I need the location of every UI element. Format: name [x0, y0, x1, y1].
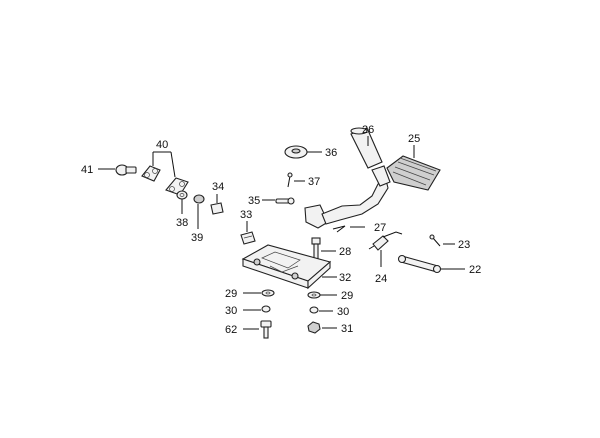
part-36-grommet — [284, 145, 308, 159]
callout-62: 62 — [225, 324, 237, 336]
callout-30-right: 30 — [337, 306, 349, 318]
callout-26: 26 — [362, 124, 374, 136]
part-23-split-pin — [429, 234, 441, 247]
callout-25: 25 — [408, 133, 420, 145]
callout-29-left: 29 — [225, 288, 237, 300]
callout-37: 37 — [308, 176, 320, 188]
part-30-lockwasher-right — [309, 306, 319, 314]
callout-32: 32 — [339, 272, 351, 284]
part-31-nut — [307, 321, 321, 334]
part-32-base-plate — [241, 244, 332, 290]
part-37-split-pin — [287, 172, 293, 188]
callout-31: 31 — [341, 323, 353, 335]
part-34-clip — [210, 202, 224, 215]
callout-40: 40 — [156, 139, 168, 151]
part-62-bolt — [260, 320, 272, 339]
part-22-rod — [397, 254, 442, 274]
callout-24: 24 — [375, 273, 387, 285]
part-40-link-left — [141, 165, 161, 182]
callout-27: 27 — [374, 222, 386, 234]
part-29-washer-right — [307, 291, 321, 299]
callout-34: 34 — [212, 181, 224, 193]
callout-labels: 41 40 38 39 34 33 35 37 36 26 25 27 28 3… — [81, 124, 481, 336]
callout-23: 23 — [458, 239, 470, 251]
part-25-footrest-rubber — [386, 155, 441, 191]
part-33-bracket — [240, 231, 256, 245]
part-38-washer — [176, 190, 188, 200]
part-41-screw — [115, 164, 137, 176]
callout-22: 22 — [469, 264, 481, 276]
pedal-lever — [304, 165, 391, 229]
callout-41: 41 — [81, 164, 93, 176]
part-35-pin — [275, 197, 295, 205]
callout-30-left: 30 — [225, 305, 237, 317]
callout-35: 35 — [248, 195, 260, 207]
part-30-lockwasher-left — [261, 305, 271, 313]
part-27-wire-clip — [332, 225, 346, 233]
part-29-washer-left — [261, 289, 275, 297]
leader-lines — [98, 136, 465, 330]
callout-36: 36 — [325, 147, 337, 159]
callout-38: 38 — [176, 217, 188, 229]
callout-28: 28 — [339, 246, 351, 258]
callout-33: 33 — [240, 209, 252, 221]
part-26-sleeve — [350, 127, 383, 169]
part-39-nut — [193, 194, 205, 204]
callout-39: 39 — [191, 232, 203, 244]
callout-29-right: 29 — [341, 290, 353, 302]
part-24-spring — [368, 231, 403, 251]
